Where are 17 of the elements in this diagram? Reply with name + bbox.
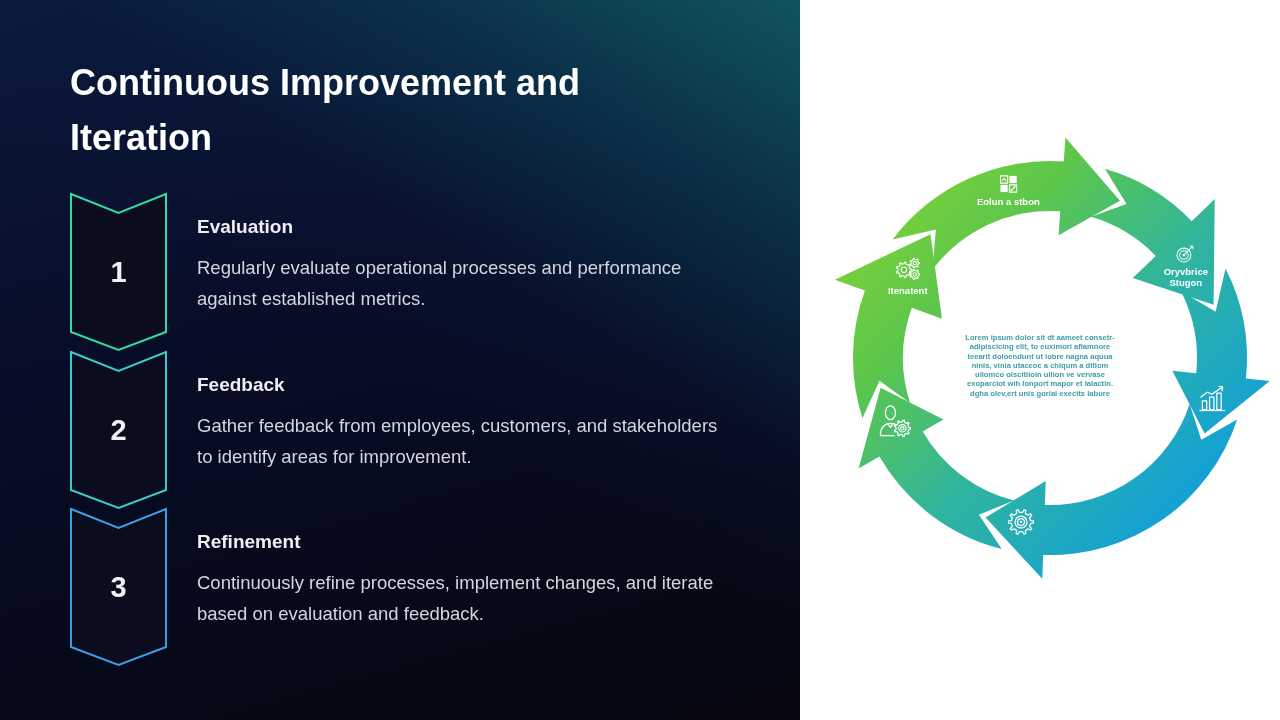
arrow-label: Oryvbrice Stugon (1162, 266, 1209, 288)
slide-title: Continuous Improvement and Iteration (70, 61, 581, 160)
arrow-label: Itenatent (887, 284, 928, 296)
step-heading: Refinement (197, 530, 301, 554)
step-description: Regularly evaluate operational processes and performance against established metrics. (197, 256, 683, 311)
step-number: 2 (110, 414, 127, 446)
step-description: Continuously refine processes, implement changes, and iterate based on evaluation and feedback. (197, 571, 715, 626)
step-heading: Feedback (197, 373, 285, 397)
cycle-arrow-segment (857, 386, 1015, 550)
step-number: 3 (110, 571, 127, 603)
arrow-label: Eolun a stbon (976, 196, 1040, 208)
cycle-arrow-segment (984, 402, 1239, 580)
step-description: Gather feedback from employees, customers, and stakeholders to identify areas for improvement. (197, 414, 719, 469)
step-number: 1 (110, 256, 127, 288)
cycle-arrow-segment (833, 233, 943, 420)
cycle-arrow-segment (1090, 167, 1216, 306)
step-heading: Evaluation (197, 215, 294, 239)
